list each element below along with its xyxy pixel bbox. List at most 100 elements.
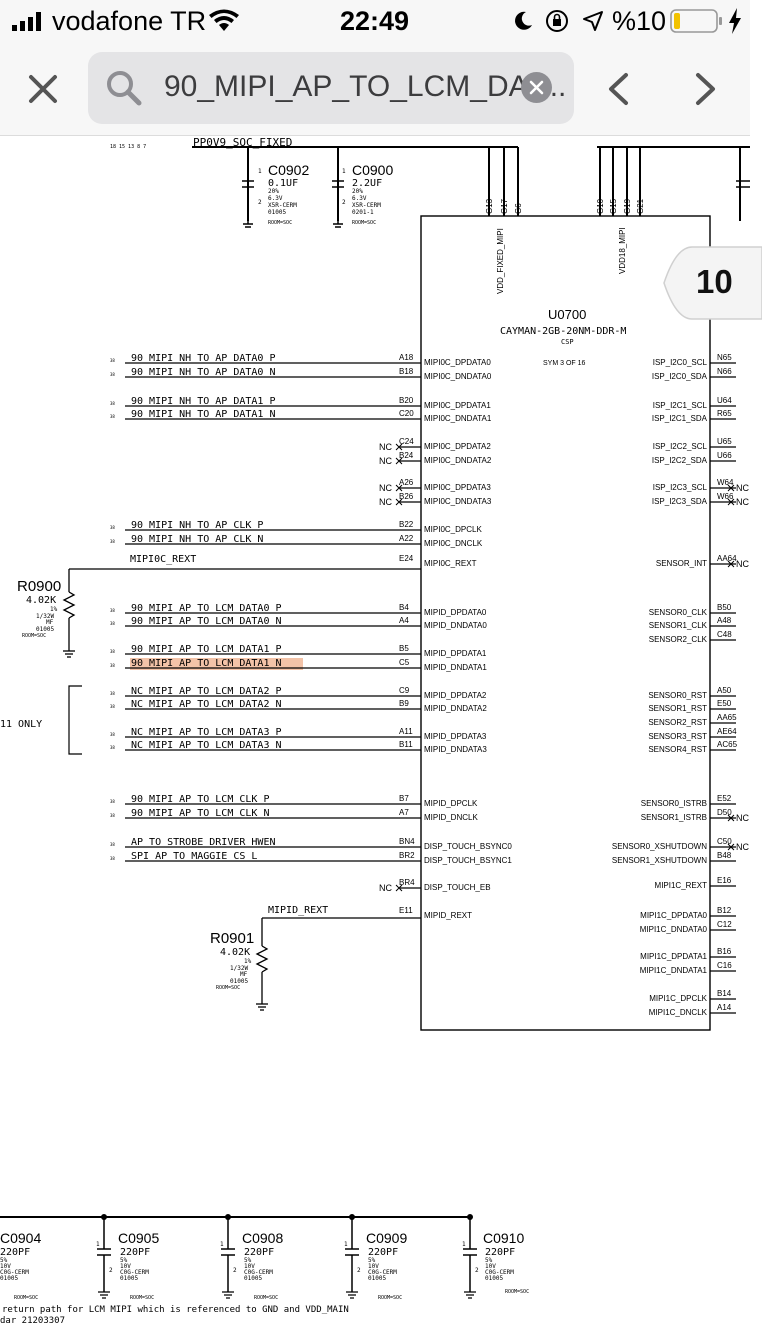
port-label: MIPID_DPDATA1 — [424, 649, 487, 658]
cap-ref: C0909 — [366, 1230, 407, 1246]
pin-number: E24 — [399, 554, 414, 563]
port-label: MIPID_DNDATA0 — [424, 621, 487, 630]
port-label: MIPI1C_DPCLK — [649, 994, 707, 1003]
net-page-ref: 38 — [110, 813, 115, 818]
close-icon[interactable] — [28, 74, 58, 104]
pin-number: AA64 — [717, 554, 737, 563]
cap-tol: 5% — [485, 1257, 493, 1264]
port-label: MIPI0C_DNDATA3 — [424, 497, 492, 506]
resistor-type: MF — [240, 971, 248, 978]
pin-number: E11 — [399, 906, 413, 915]
cap-pin1: 1 — [220, 1241, 224, 1248]
port-label: ISP_I2C0_SDA — [652, 372, 708, 381]
cap-room: ROOM=SOC — [378, 1295, 402, 1301]
pin-number: C24 — [399, 437, 414, 446]
pin-number: B50 — [717, 603, 732, 612]
cap-value: 220PF — [0, 1247, 30, 1258]
pin-number: C50 — [717, 837, 732, 846]
pin-number: D50 — [717, 808, 732, 817]
port-label: DISP_TOUCH_BSYNC1 — [424, 856, 512, 865]
port-label: MIPID_DPCLK — [424, 799, 478, 808]
resistor-tol: 1% — [50, 606, 58, 613]
port-label: ISP_I2C1_SCL — [653, 401, 708, 410]
cap-ref: C0904 — [0, 1230, 41, 1246]
pin-number: BN4 — [399, 837, 415, 846]
power-pin-label: G17 — [500, 198, 509, 214]
net-page-ref: 38 — [110, 525, 115, 530]
moon-icon — [515, 11, 532, 30]
port-label: SENSOR4_RST — [648, 745, 707, 754]
cap-tol: 5% — [120, 1257, 128, 1264]
pin-number: BR4 — [399, 878, 415, 887]
net-page-ref: 38 — [110, 842, 115, 847]
nc-label: NC — [736, 483, 749, 493]
cap-pin2: 2 — [357, 1267, 361, 1274]
page-number: 10 — [696, 263, 733, 300]
power-net-vdd18: VDD18_MIPI — [618, 227, 627, 274]
footnote-1: return path for LCM MIPI which is refere… — [2, 1305, 349, 1315]
chip-sym: SYM 3 OF 16 — [543, 360, 586, 367]
cap-package: 01005 — [0, 1275, 18, 1282]
port-label: MIPID_DPDATA3 — [424, 732, 487, 741]
net-page-ref: 38 — [110, 732, 115, 737]
pin-number: B4 — [399, 603, 409, 612]
port-label: MIPI0C_DNDATA0 — [424, 372, 492, 381]
cap-tol: 5% — [368, 1257, 376, 1264]
cap-room: ROOM=SOC — [14, 1295, 38, 1301]
clear-search-button[interactable] — [521, 72, 552, 103]
resistor-ref: R0901 — [210, 930, 254, 947]
ic-u0700-body — [420, 215, 711, 1031]
cap-voltage: 6.3V — [352, 195, 367, 202]
nc-cross — [395, 884, 403, 892]
port-label: MIPI1C_DNDATA0 — [640, 925, 708, 934]
wifi-icon — [209, 9, 239, 31]
pin-number: B20 — [399, 396, 414, 405]
power-net-fixed: VDD_FIXED_MIPI — [496, 228, 505, 294]
rail-page-refs: 18 15 13 8 7 — [110, 144, 146, 150]
pin-number: A14 — [717, 1003, 732, 1012]
cap-package: 01005 — [268, 209, 286, 216]
page-number-badge[interactable]: 10 — [662, 246, 762, 320]
pin-number: W66 — [717, 492, 734, 501]
next-match-button[interactable] — [692, 72, 720, 106]
net-label: NC_MIPI_AP_TO_LCM_DATA3_N — [131, 740, 282, 751]
cap-room: ROOM=SOC — [130, 1295, 154, 1301]
port-label: MIPI0C_DNDATA1 — [424, 414, 492, 423]
port-label: MIPI1C_REXT — [655, 881, 708, 890]
r0900-wiring — [62, 568, 421, 658]
cap-tol: 20% — [352, 188, 363, 195]
variant-bracket — [68, 685, 82, 755]
rail-net-label: PP0V9_SOC_FIXED — [193, 136, 292, 149]
search-input[interactable]: 90_MIPI_AP_TO_LCM_DAT... — [164, 70, 567, 103]
port-label: MIPI0C_DPDATA1 — [424, 401, 491, 410]
cap-voltage: 10V — [120, 1263, 131, 1270]
battery-percent: %10 — [612, 6, 667, 36]
previous-match-button[interactable] — [604, 72, 632, 106]
clear-icon — [529, 80, 544, 95]
port-label: SENSOR2_CLK — [649, 635, 708, 644]
search-field[interactable]: 90_MIPI_AP_TO_LCM_DAT... — [88, 52, 574, 124]
port-label: SENSOR1_RST — [648, 704, 707, 713]
pin-number: A50 — [717, 686, 732, 695]
power-pin-label: G13 — [485, 198, 494, 214]
net-label: 90_MIPI_NH_TO_AP_DATA0_P — [131, 353, 276, 364]
pin-number: U65 — [717, 437, 732, 446]
port-label: MIPID_REXT — [424, 911, 472, 920]
charging-bolt-icon — [729, 8, 741, 34]
nc-label: NC — [379, 442, 392, 452]
pin-number: C9 — [399, 686, 410, 695]
cap-dielectric: C0G-CERM — [368, 1269, 397, 1276]
cap-pin1: 1 — [258, 168, 262, 175]
top-capacitor-symbols — [242, 180, 750, 228]
net-label: 90_MIPI_NH_TO_AP_DATA0_N — [131, 367, 276, 378]
ground-symbol — [464, 1291, 476, 1299]
cap-value: 220PF — [120, 1247, 150, 1258]
net-label: 90_MIPI_AP_TO_LCM_DATA0_P — [131, 603, 282, 614]
port-label: SENSOR0_ISTRB — [641, 799, 707, 808]
pin-number: B11 — [399, 740, 413, 749]
port-label: MIPI0C_DNDATA2 — [424, 456, 492, 465]
cap-pin2: 2 — [342, 199, 346, 206]
pin-number: B12 — [717, 906, 732, 915]
cap-ref: C0905 — [118, 1230, 159, 1246]
